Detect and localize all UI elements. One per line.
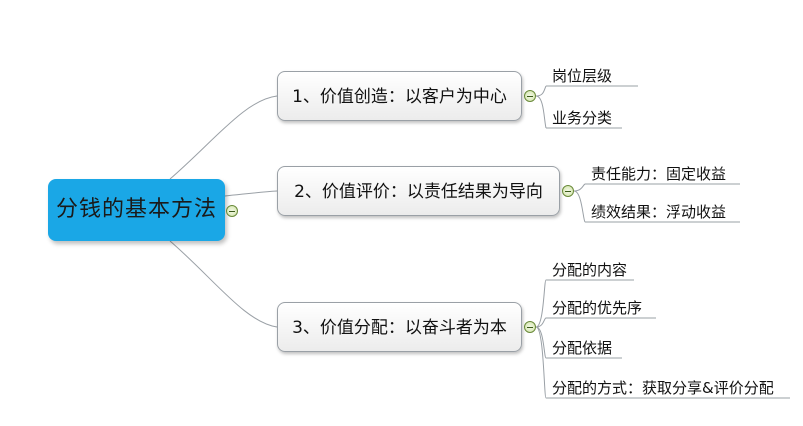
branch-3-bracket (535, 279, 547, 399)
root-to-branch-1 (169, 95, 278, 180)
collapse-branch-2-icon[interactable] (562, 185, 574, 197)
leaf-3-2[interactable]: 分配的优先序 (552, 299, 643, 317)
leaf-3-4[interactable]: 分配的方式：获取分享&评价分配 (552, 379, 774, 397)
branch-topic-3[interactable]: 3、价值分配：以奋斗者为本 (277, 302, 522, 352)
collapse-root-icon[interactable] (226, 205, 238, 217)
root-to-branch-3 (169, 240, 278, 328)
branch-2-bracket (573, 183, 586, 223)
leaf-2-2[interactable]: 绩效结果：浮动收益 (591, 203, 727, 221)
collapse-branch-1-icon[interactable] (524, 90, 536, 102)
root-topic[interactable]: 分钱的基本方法 (48, 179, 225, 241)
branch-topic-1[interactable]: 1、价值创造：以客户为中心 (277, 71, 522, 121)
branch-topic-2[interactable]: 2、价值评价：以责任结果为导向 (277, 166, 560, 216)
collapse-branch-3-icon[interactable] (524, 321, 536, 333)
leaf-1-2[interactable]: 业务分类 (552, 109, 613, 127)
leaf-3-3[interactable]: 分配依据 (552, 339, 613, 357)
leaf-1-1[interactable]: 岗位层级 (552, 67, 613, 85)
branch-1-bracket (535, 85, 547, 129)
leaf-2-1[interactable]: 责任能力：固定收益 (591, 165, 727, 183)
root-to-branch-2 (224, 190, 278, 197)
leaf-3-1[interactable]: 分配的内容 (552, 261, 628, 279)
